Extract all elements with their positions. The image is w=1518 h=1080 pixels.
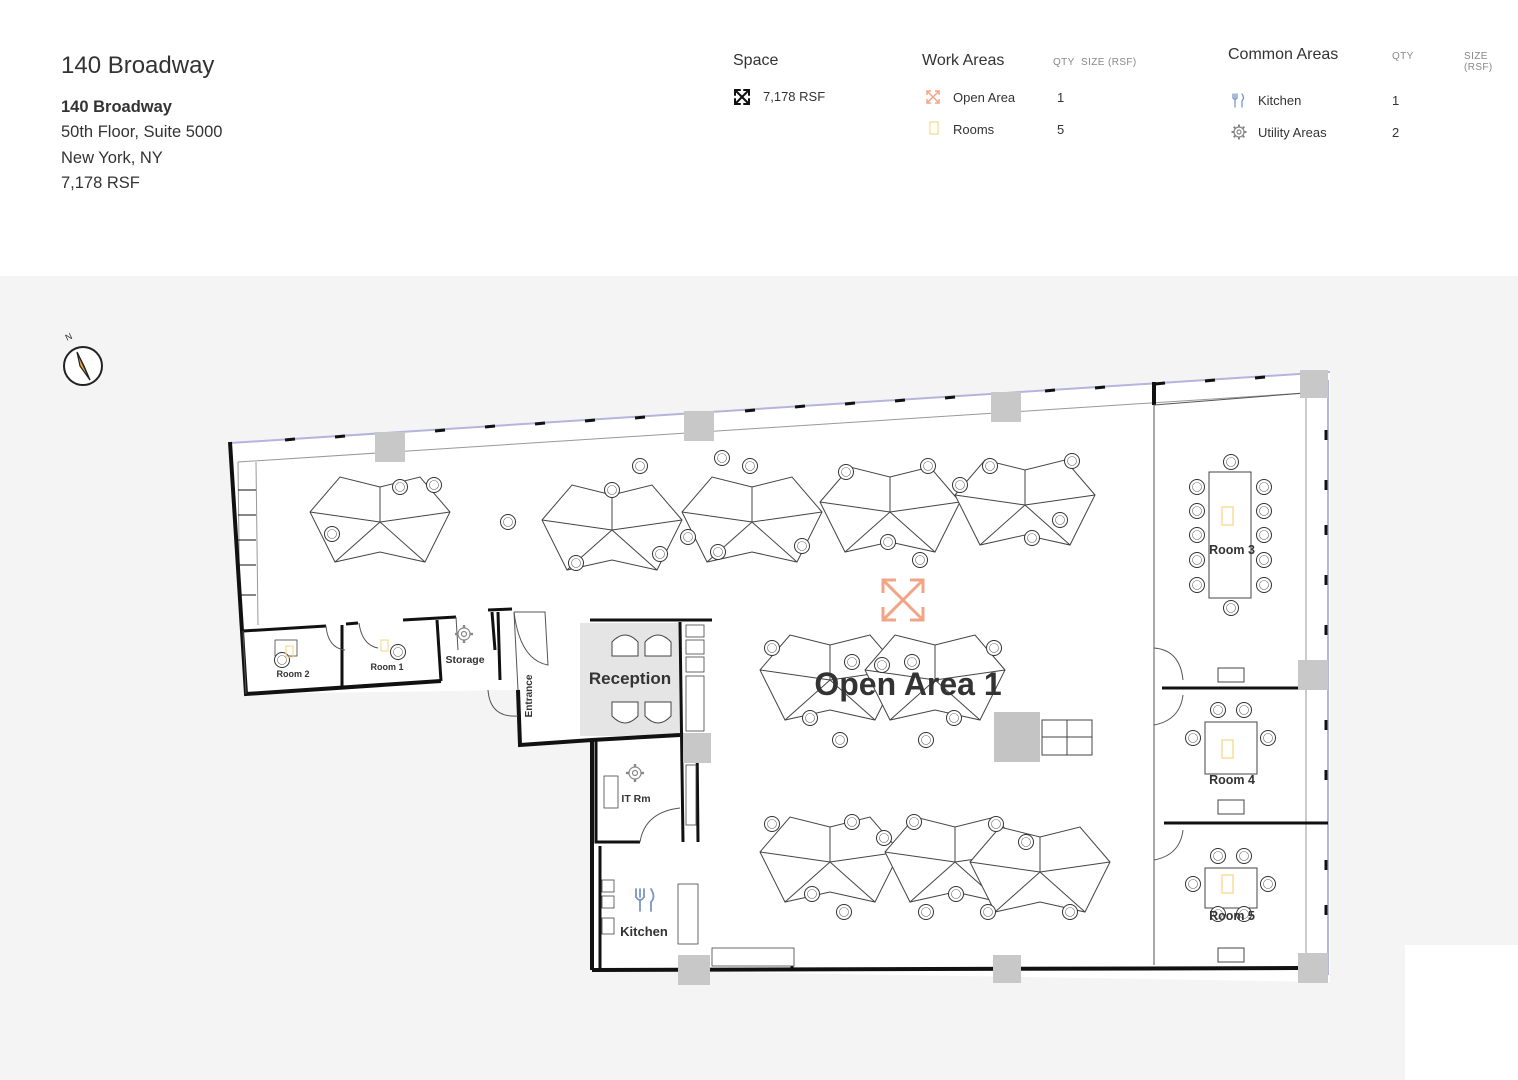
room5-label: Room 5 <box>1209 909 1255 923</box>
room4-furniture <box>1185 667 1276 815</box>
window-band-top <box>229 371 1331 463</box>
columns <box>375 370 1328 985</box>
side-table <box>1041 719 1093 756</box>
common-areas-qty-header: QTY <box>1392 51 1414 62</box>
common-area-label-kitchen: Kitchen <box>1258 93 1302 108</box>
work-area-qty-rooms: 5 <box>1057 122 1065 137</box>
room5-furniture <box>1185 848 1276 963</box>
open-area-arrows-icon <box>926 90 940 104</box>
storage-gear-icon <box>455 625 473 643</box>
work-areas-qty-header: QTY <box>1053 57 1075 68</box>
floor-suite: 50th Floor, Suite 5000 <box>61 123 223 142</box>
work-areas-heading: Work Areas <box>922 52 1005 69</box>
common-area-label-utility: Utility Areas <box>1258 125 1327 140</box>
room2-door-icon <box>285 645 294 658</box>
room1-label: Room 1 <box>370 662 403 672</box>
room3-furniture <box>1189 454 1272 616</box>
common-area-qty-kitchen: 1 <box>1392 93 1400 108</box>
reception-label: Reception <box>589 669 671 688</box>
kitchen-label: Kitchen <box>620 924 668 939</box>
interior-walls <box>242 607 1328 970</box>
expand-arrows-icon <box>734 89 750 105</box>
fork-knife-icon <box>1232 93 1245 108</box>
city: New York, NY <box>61 148 163 167</box>
room3-label: Room 3 <box>1209 543 1255 557</box>
building-size: 7,178 RSF <box>61 173 140 192</box>
reception-chairs <box>611 634 672 724</box>
common-areas-size-header: SIZE (RSF) <box>1464 51 1493 73</box>
it-room-label: IT Rm <box>621 793 650 805</box>
common-areas-heading: Common Areas <box>1228 46 1339 63</box>
compass-icon <box>63 346 103 386</box>
work-area-label-rooms: Rooms <box>953 122 995 137</box>
space-total: 7,178 RSF <box>763 89 826 104</box>
entrance-label: Entrance <box>524 674 535 717</box>
room4-label: Room 4 <box>1209 773 1255 787</box>
work-area-qty-open: 1 <box>1057 90 1065 105</box>
building-address: 140 Broadway 50th Floor, Suite 5000 New … <box>61 95 222 196</box>
room1-door-icon <box>380 639 389 652</box>
summary-header: 140 Broadway 140 Broadway 50th Floor, Su… <box>0 0 1518 276</box>
building-name: 140 Broadway <box>61 98 172 116</box>
storage-label: Storage <box>445 654 484 666</box>
page-title: 140 Broadway <box>61 52 215 79</box>
space-heading: Space <box>733 52 779 69</box>
it-room-gear-icon <box>626 764 644 782</box>
open-area-label: Open Area 1 <box>814 666 1001 702</box>
open-area-icon <box>881 578 925 622</box>
room3-door-icon <box>1221 506 1234 526</box>
room4-door-icon <box>1221 739 1234 759</box>
work-areas-size-header: SIZE (RSF) <box>1081 57 1137 68</box>
work-area-label-open: Open Area <box>953 90 1016 105</box>
small-rooms-furniture <box>274 639 406 668</box>
corner-cutout <box>1405 945 1518 1080</box>
kitchen-fork-knife-icon <box>635 888 655 912</box>
shelving <box>601 624 795 967</box>
door-icon <box>929 121 939 135</box>
common-area-qty-utility: 2 <box>1392 125 1400 140</box>
room2-label: Room 2 <box>276 669 309 679</box>
room5-door-icon <box>1221 874 1234 894</box>
gear-icon <box>1231 124 1247 140</box>
compass-label: N <box>64 331 74 343</box>
